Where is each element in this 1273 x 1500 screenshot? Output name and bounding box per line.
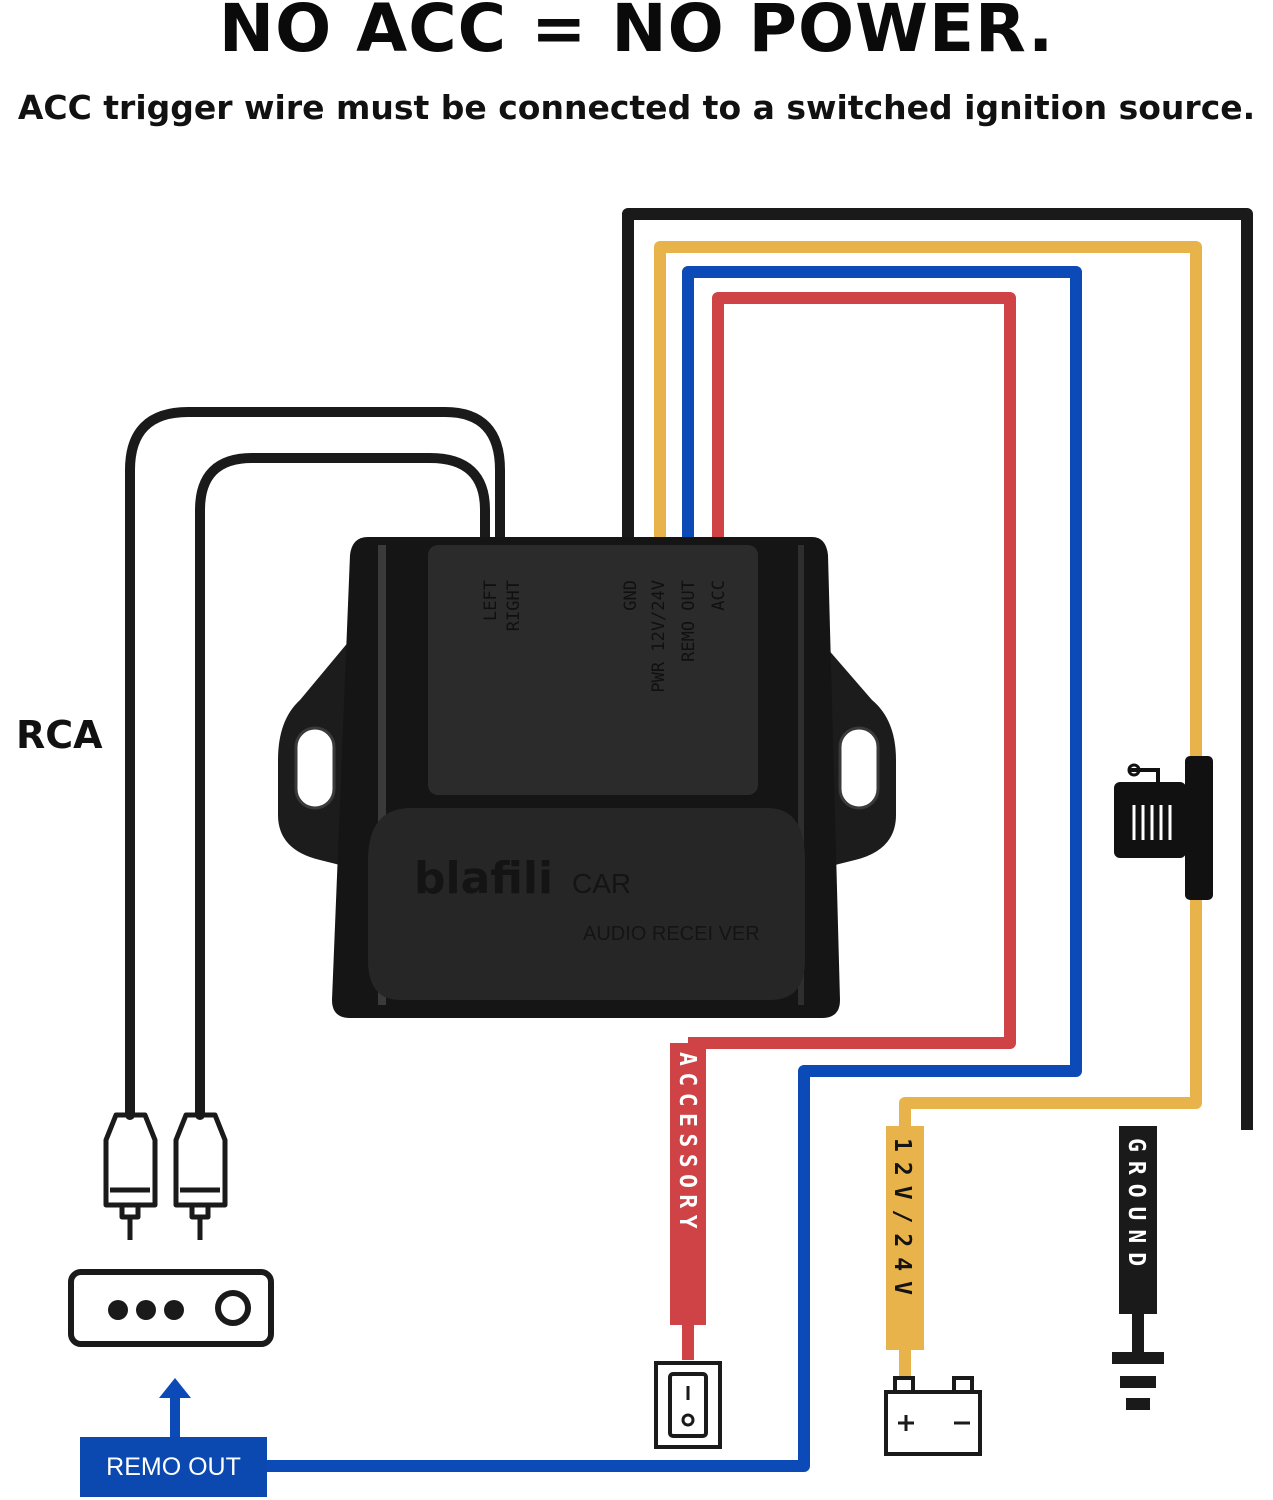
model-label: AUDIO RECEI VER	[583, 923, 760, 945]
port-label-right: RIGHT	[504, 580, 524, 631]
battery-icon	[884, 1376, 982, 1456]
power-label: 12V/24V	[889, 1138, 915, 1305]
amplifier-icon	[68, 1269, 274, 1347]
rca-cables	[125, 407, 505, 1120]
flange-hole-left	[294, 726, 336, 810]
ground-symbol-icon	[1112, 1352, 1164, 1410]
port-label-pwr: PWR 12V/24V	[649, 580, 669, 693]
page-title: NO ACC = NO POWER.	[218, 0, 1055, 67]
label-panel	[428, 545, 758, 795]
remote-wire	[265, 266, 1082, 1472]
port-label-acc: ACC	[709, 580, 729, 611]
accessory-wire	[688, 292, 1016, 1049]
brand-logo: blafili	[414, 853, 553, 904]
port-label-left: LEFT	[481, 580, 501, 621]
ground-wire	[622, 208, 1253, 1130]
rca-cable-inner	[195, 453, 490, 1120]
case-highlight-left	[378, 545, 386, 1005]
rocker-switch-icon	[654, 1361, 722, 1449]
fuse-holder-icon	[1114, 756, 1213, 900]
front-cover	[368, 808, 805, 1000]
audio-receiver-device: blafili CAR AUDIO RECEI VER LEFT RIGHT G…	[278, 537, 896, 1018]
power-sleeve	[886, 1126, 924, 1350]
port-label-remo: REMO OUT	[679, 580, 699, 662]
rca-cable-outer	[125, 407, 505, 1120]
case-highlight-right	[798, 545, 804, 1005]
power-wire	[654, 241, 1202, 1130]
accessory-label: ACCESSORY	[674, 1052, 700, 1235]
power-wires	[265, 208, 1253, 1472]
rca-plug-icon	[103, 1112, 228, 1240]
page-subtitle: ACC trigger wire must be connected to a …	[17, 88, 1256, 127]
brand-suffix: CAR	[572, 868, 631, 899]
ground-label: GROUND	[1123, 1138, 1149, 1275]
arrow-up-icon	[159, 1378, 191, 1438]
remo-out-label-box: REMO OUT	[80, 1437, 267, 1497]
rca-label: RCA	[16, 713, 103, 757]
flange-hole-right	[838, 726, 880, 810]
accessory-sleeve	[670, 1043, 706, 1325]
port-label-gnd: GND	[621, 580, 641, 611]
ground-sleeve	[1119, 1126, 1157, 1314]
